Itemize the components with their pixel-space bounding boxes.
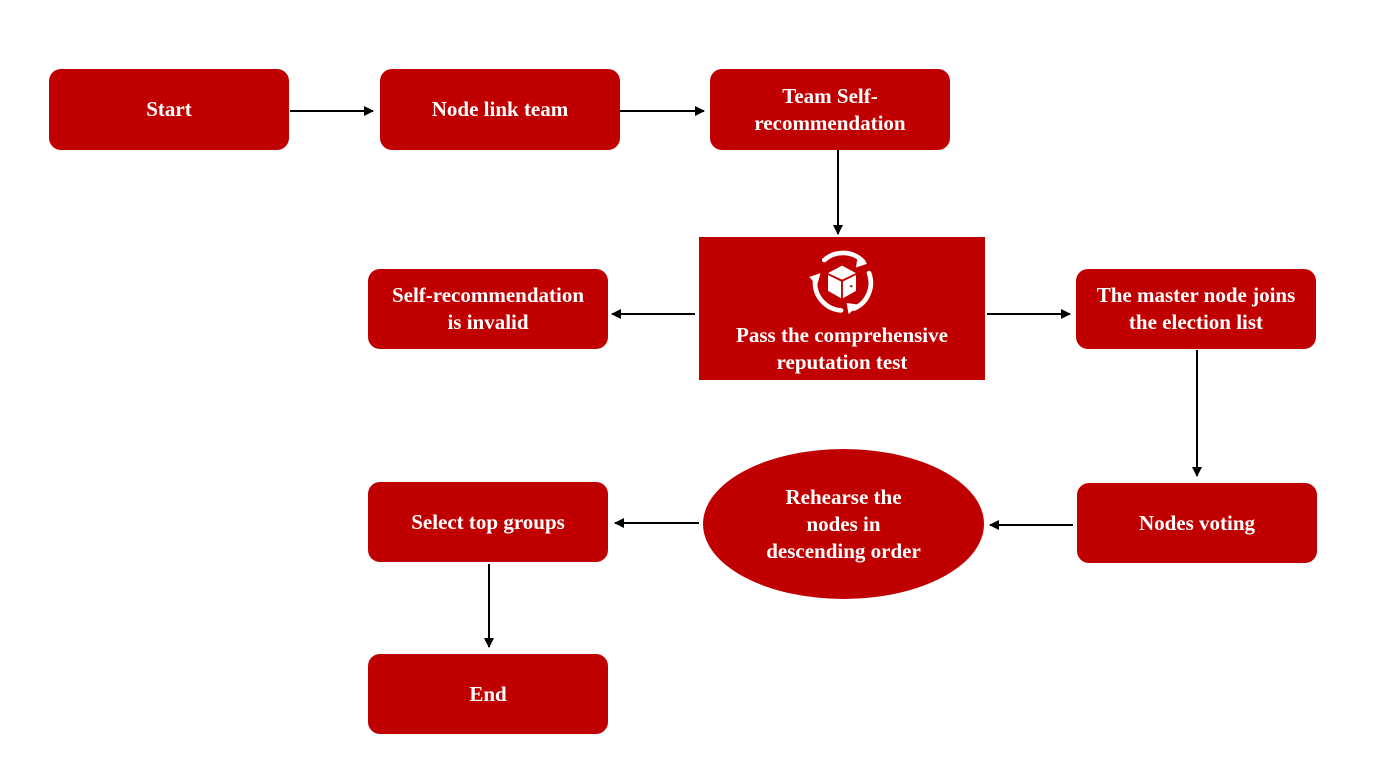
node-start: Start — [49, 69, 289, 150]
node-master-node-election: The master node joins the election list — [1076, 269, 1316, 349]
node-nodes-voting: Nodes voting — [1077, 483, 1317, 563]
node-select-top-groups: Select top groups — [368, 482, 608, 562]
node-team-self-recommendation: Team Self-recommendation — [710, 69, 950, 150]
box-cycle-icon — [809, 250, 874, 315]
node-reputation-test: Pass the comprehensive reputation test — [699, 237, 985, 380]
reputation-test-label: Pass the comprehensive reputation test — [736, 323, 948, 374]
node-link-team: Node link team — [380, 69, 620, 150]
node-self-recommendation-invalid: Self-recommendation is invalid — [368, 269, 608, 349]
node-rehearse-nodes: Rehearse the nodes in descending order — [703, 449, 984, 599]
node-end: End — [368, 654, 608, 734]
